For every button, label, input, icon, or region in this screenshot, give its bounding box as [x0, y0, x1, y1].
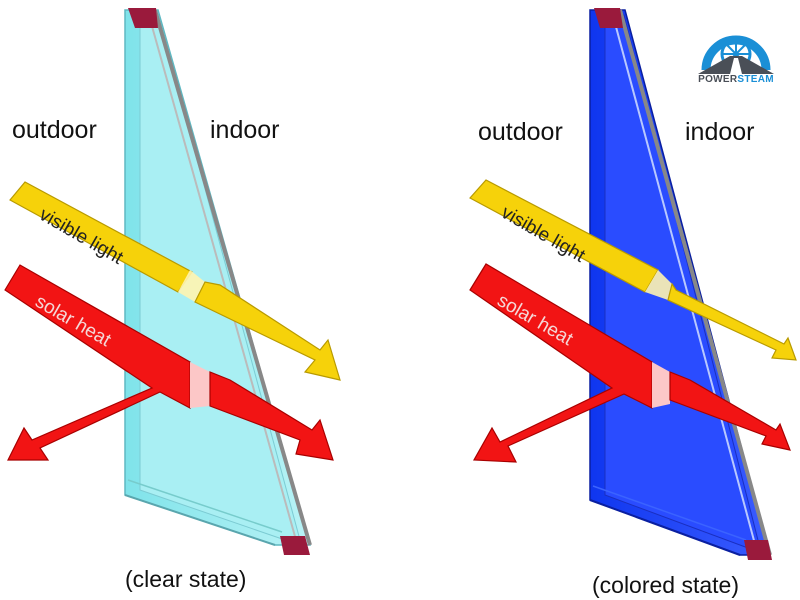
glass-bottom-edge — [589, 499, 741, 556]
indoor-label-clear: indoor — [210, 116, 280, 144]
frame-bottom — [744, 540, 772, 560]
glass-front-edge — [618, 9, 772, 556]
state-label-colored: (colored state) — [592, 572, 740, 598]
glass-front-edge-inner — [611, 11, 757, 549]
powersteam-logo: POWERSTEAM — [692, 18, 780, 92]
glass-bottom-edge-2 — [127, 479, 283, 533]
glass-bottom-edge-2 — [592, 485, 747, 541]
frame-top — [594, 8, 623, 28]
frame-bottom — [280, 536, 310, 555]
indoor-label-colored: indoor — [685, 118, 755, 146]
logo-wheel-icon — [698, 35, 774, 74]
glass-bottom-edge — [124, 494, 276, 546]
glass-panel-clear — [124, 8, 312, 555]
glass-front-edge — [153, 9, 312, 546]
glass-front-edge-inner — [147, 11, 297, 541]
outdoor-label-colored: outdoor — [478, 118, 563, 146]
logo-wordmark: POWERSTEAM — [692, 74, 780, 85]
logo-text-steam: STEAM — [737, 74, 774, 85]
outdoor-label-clear: outdoor — [12, 116, 97, 144]
logo-text-power: POWER — [698, 74, 738, 85]
frame-top — [128, 8, 158, 28]
state-label-clear: (clear state) — [125, 566, 247, 592]
